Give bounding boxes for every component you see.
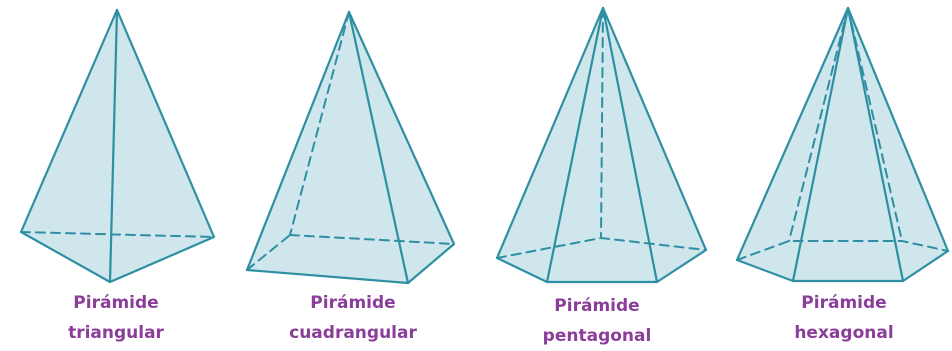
- pentagonal-pyramid-front-edge-2: [601, 6, 659, 284]
- caption-triangular: Pirámide triangular: [16, 288, 216, 348]
- hexagonal-pyramid-front-edge-1: [791, 6, 850, 283]
- square-pyramid-hidden-edge-2: [246, 234, 291, 271]
- caption-pentagonal-line1: Pirámide: [554, 296, 640, 316]
- square-pyramid: [245, 10, 456, 285]
- caption-cuadrangular-line2: cuadrangular: [289, 323, 417, 343]
- pentagonal-pyramid-front-edge-1: [545, 6, 605, 284]
- triangular-pyramid-hidden-base-edge: [20, 231, 215, 238]
- hexagonal-pyramid-front-edge-2: [846, 6, 905, 283]
- hexagonal-pyramid-hidden-edge-2: [847, 7, 903, 242]
- caption-cuadrangular-line1: Pirámide: [310, 293, 396, 313]
- square-pyramid-hidden-edge-3: [289, 234, 455, 245]
- hexagonal-pyramid-hidden-edge-1: [788, 7, 849, 242]
- pentagonal-pyramid-hidden-edge-1: [600, 7, 604, 239]
- hexagonal-pyramid-hidden-base: [736, 240, 949, 261]
- hexagonal-pyramid: [735, 6, 950, 283]
- caption-cuadrangular: Pirámide cuadrangular: [253, 288, 453, 348]
- pentagonal-pyramid-outline: [495, 6, 708, 284]
- caption-pentagonal-line2: pentagonal: [542, 326, 652, 346]
- square-pyramid-front-edge: [347, 10, 410, 285]
- square-pyramid-hidden-edge-1: [289, 11, 350, 236]
- caption-hexagonal: Pirámide hexagonal: [744, 288, 944, 348]
- pentagonal-pyramid-hidden-base: [496, 236, 707, 259]
- triangular-pyramid: [19, 8, 216, 284]
- triangular-pyramid-body: [21, 10, 214, 282]
- hexagonal-pyramid-outline: [735, 6, 950, 283]
- triangular-pyramid-front-edge: [108, 8, 119, 284]
- caption-hexagonal-line1: Pirámide: [801, 293, 887, 313]
- caption-pentagonal: Pirámide pentagonal: [497, 291, 697, 351]
- caption-triangular-line1: Pirámide: [73, 293, 159, 313]
- caption-hexagonal-line2: hexagonal: [794, 323, 894, 343]
- square-pyramid-body: [247, 12, 454, 283]
- caption-triangular-line2: triangular: [68, 323, 164, 343]
- pentagonal-pyramid: [495, 6, 708, 284]
